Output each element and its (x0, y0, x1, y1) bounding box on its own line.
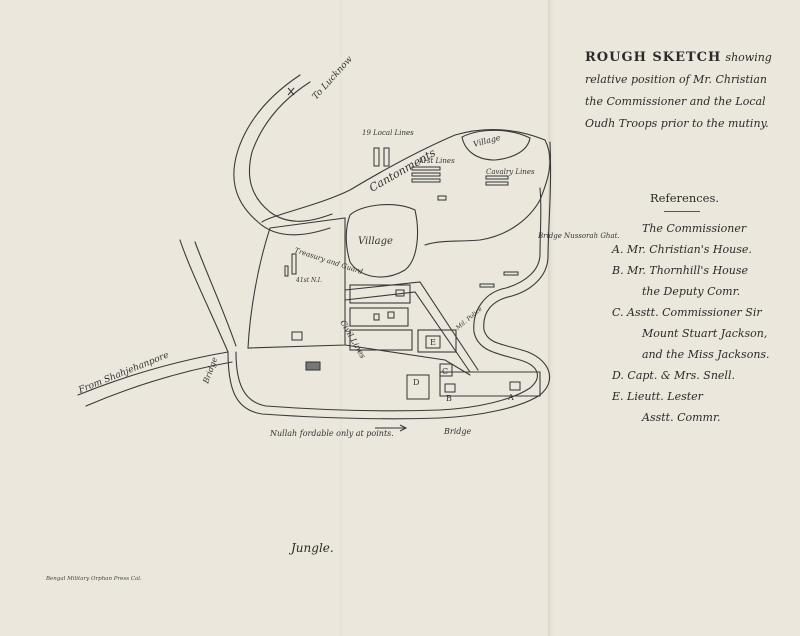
label-treasury: Treasury and Guard (293, 246, 364, 276)
printer-imprint: Bengal Military Orphan Press Cal. (46, 576, 142, 582)
label-police: Mil. Police (454, 305, 484, 332)
label-civil-lines: Civil Lines (338, 319, 367, 361)
reference-item: A. Mr. Christian's House. (612, 243, 752, 256)
paper-fold-shadow (548, 0, 554, 636)
reference-item: E. Lieutt. Lester (612, 390, 703, 403)
label-bridge-south: Bridge (443, 427, 472, 436)
village-north-outline (461, 129, 531, 161)
label-nullah: Nullah fordable only at points. (269, 429, 394, 438)
label-house-d: D (413, 378, 419, 387)
reference-item: C. Asstt. Commissioner Sir (612, 306, 762, 319)
label-local-lines: 19 Local Lines (362, 129, 414, 137)
label-cavalry-lines: Cavalry Lines (486, 168, 535, 176)
title-line-3: Oudh Troops prior to the mutiny. (585, 117, 769, 130)
nullah-stream (227, 141, 552, 420)
map-title: ROUGH SKETCH showing relative position o… (585, 47, 795, 135)
label-to-lucknow: To Lucknow (311, 54, 355, 102)
label-bridge-west: Bridge (201, 356, 219, 386)
cantonment-boundary (261, 129, 551, 246)
road-from-shahjehanpore (77, 351, 229, 396)
label-41-ni: 41st N.I. (295, 277, 322, 284)
treasury-enclosure (247, 217, 346, 349)
references-legend: References. The Commissioner A. Mr. Chri… (612, 188, 792, 428)
title-line-0: showing (725, 51, 772, 64)
reference-item: Asstt. Commr. (642, 411, 721, 424)
title-line-1: relative position of Mr. Christian (585, 73, 767, 86)
road-to-lucknow (233, 74, 331, 236)
label-house-e: E (430, 338, 436, 347)
references-heading: References. (650, 191, 720, 205)
village-center-outline (345, 204, 419, 278)
label-bridge-ghat: Bridge Nussorah Ghat. (537, 232, 620, 240)
label-from-shahjehanpore: From Shahjehanpore (76, 350, 170, 396)
reference-item: The Commissioner (642, 222, 747, 235)
label-house-b: B (446, 394, 452, 403)
paper-fold-line (340, 0, 343, 636)
label-jungle: Jungle. (291, 541, 334, 555)
reference-item: D. Capt. & Mrs. Snell. (612, 369, 735, 382)
title-heading: ROUGH SKETCH (585, 50, 722, 65)
reference-item: B. Mr. Thornhill's House (612, 264, 749, 277)
references-rule (664, 211, 700, 212)
label-village-center: Village (358, 236, 393, 247)
title-line-2: the Commissioner and the Local (585, 95, 766, 108)
label-village-north: Village (472, 133, 502, 149)
label-house-c: C (442, 367, 448, 376)
label-house-a: A (507, 393, 514, 402)
label-41-lines: 41st Lines (417, 157, 455, 165)
reference-item: and the Miss Jacksons. (642, 348, 770, 361)
reference-item: the Deputy Comr. (642, 285, 741, 298)
reference-item: Mount Stuart Jackson, (642, 327, 768, 340)
civil-lines-road (344, 281, 479, 371)
